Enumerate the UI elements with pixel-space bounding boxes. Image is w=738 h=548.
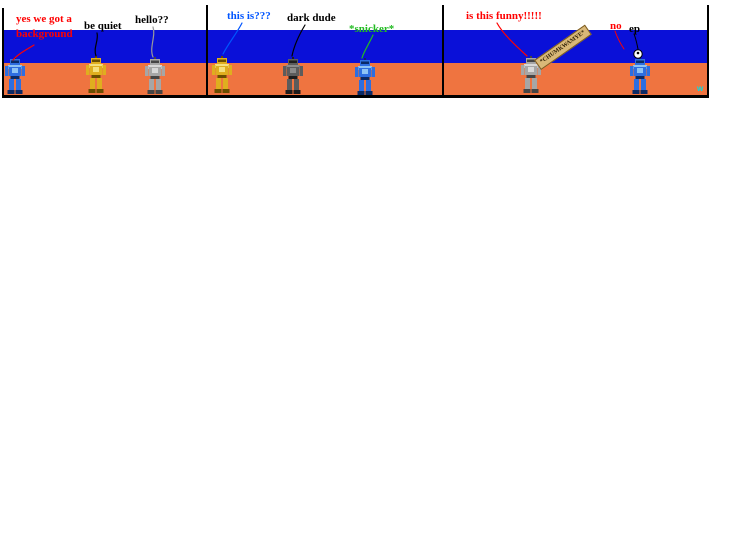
robot-sprite-yellow-panel2 xyxy=(211,56,233,94)
strip-right-border xyxy=(707,5,709,98)
robot-sprite-blue-panel1 xyxy=(4,57,26,95)
sky-background xyxy=(2,30,708,63)
callout-snicker: *snicker* xyxy=(349,23,395,35)
callout-ep: ep xyxy=(629,23,640,35)
artist-signature: w xyxy=(697,84,704,93)
callout-no: no xyxy=(610,20,622,32)
robot-sprite-yellow-panel1 xyxy=(85,56,107,94)
callout-dark-dude: dark dude xyxy=(287,12,336,24)
comic-strip: *CHUMKWAMYE* yes we got a background be … xyxy=(0,0,738,110)
callout-line: background xyxy=(16,28,73,40)
strip-bottom-border xyxy=(2,95,709,98)
panel-divider-1 xyxy=(206,5,208,98)
callout-is-this-funny: is this funny!!!!! xyxy=(466,10,542,22)
robot-sprite-blue-panel2 xyxy=(354,58,376,96)
callout-line: yes we got a xyxy=(16,13,72,25)
ball-icon xyxy=(633,49,643,59)
callout-this-is: this is??? xyxy=(227,10,271,22)
robot-sprite-blue-panel3 xyxy=(629,57,651,95)
robot-sprite-grey-panel1 xyxy=(144,57,166,95)
panel-divider-2 xyxy=(442,5,444,98)
callout-yes-we-got-a-background: yes we got a background xyxy=(16,12,73,42)
callout-be-quiet: be quiet xyxy=(84,20,122,32)
callout-hello: hello?? xyxy=(135,14,169,26)
robot-sprite-dark-panel2 xyxy=(282,57,304,95)
strip-left-border xyxy=(2,8,4,98)
